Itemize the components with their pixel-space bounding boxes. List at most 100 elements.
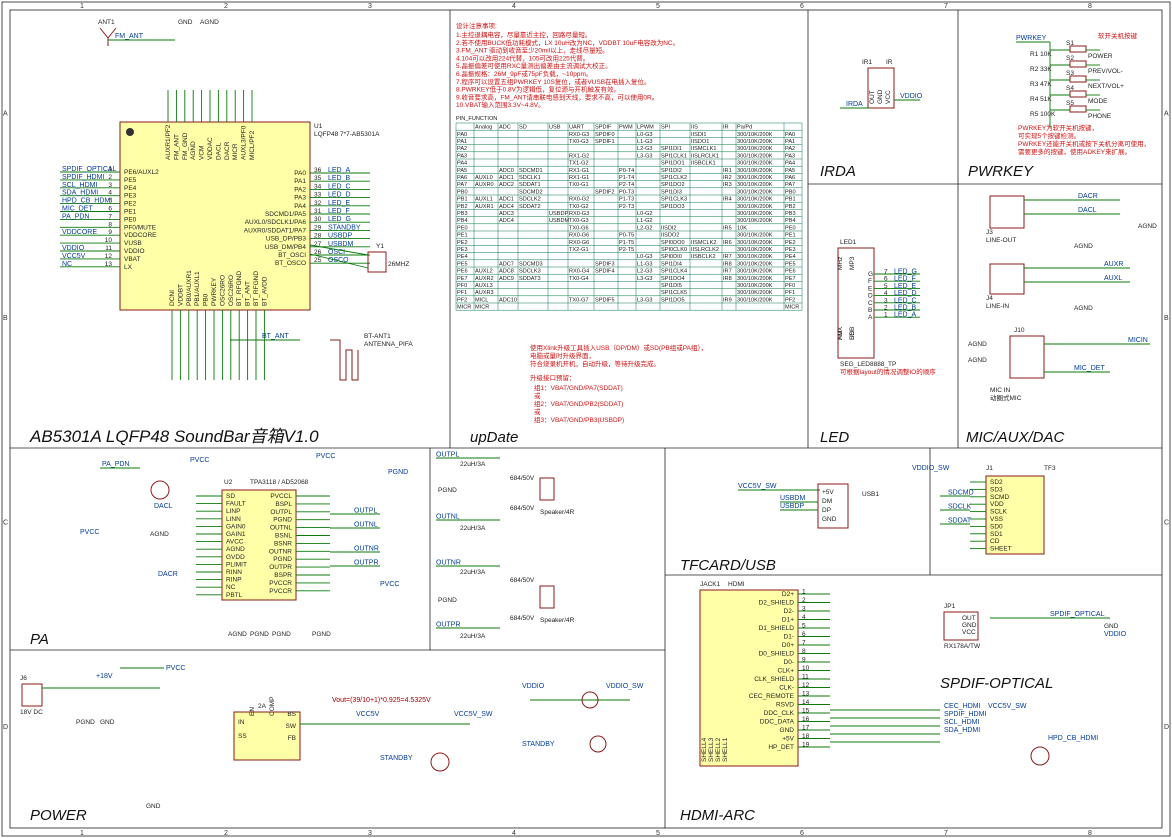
dacl-net: DACL	[1078, 207, 1097, 214]
hdmi-pin-num: 10	[802, 665, 810, 672]
table-cell: RX1-G1	[569, 175, 589, 181]
mcu-right-net: LED_E	[328, 200, 351, 207]
row-marker-right: D	[1164, 724, 1169, 731]
table-cell: 300/10K/200K	[737, 297, 773, 303]
hdmi-net-label: HPD_CB_HDMI	[1048, 735, 1098, 742]
mcu-top-pin-name: MICL/PF2	[249, 130, 256, 160]
hdmi-shell-name: SHELL4	[701, 737, 708, 762]
mcu-left-net: MIC_DET	[62, 206, 93, 213]
dacr-net: DACR	[1078, 193, 1098, 200]
mcu-right-pin-name: BT_OSCO	[275, 260, 306, 267]
pa-right-pins: PVCCLBSPLOUTPLPGNDOUTNLBSNLBSNROUTNRPGND…	[269, 493, 330, 595]
tf-pin-name: CD	[990, 538, 1000, 545]
pa-left-pin-name: GAIN1	[226, 531, 246, 538]
table-cell: USBDP	[549, 211, 569, 217]
table-cell: RX0-G6	[569, 240, 589, 246]
hdmi-pin-name: D2_SHIELD	[759, 600, 795, 607]
agnd-mic-1: AGND	[968, 341, 987, 348]
usbdp-net: USBDP	[780, 503, 804, 510]
vcc5v-net: VCC5V	[356, 711, 380, 718]
mcu-right-pin-name: USB_DM/PB4	[265, 244, 307, 251]
table-cell: AUXL2	[475, 269, 493, 275]
table-cell: 300/10K/200K	[737, 146, 773, 152]
table-cell: ADC0	[499, 168, 514, 174]
pwrkey-top-note: 软开关机按键	[1098, 31, 1138, 40]
hdmi-shell-name: SHELL1	[722, 737, 729, 762]
pa-pdn-net: PA_PDN	[102, 461, 130, 468]
table-cell: ADC3	[499, 211, 514, 217]
led-pin-seg: E	[868, 285, 873, 292]
table-cell: IR4	[723, 197, 732, 203]
table-cell: 300/10K/200K	[737, 153, 773, 159]
pa-pgnd-1: PGND	[250, 631, 269, 638]
table-cell: SDDAT3	[519, 276, 541, 282]
mcu-right-pin-name: PA4	[294, 203, 306, 210]
pa-left-pin-name: PLIMIT	[226, 561, 247, 568]
hdmi-pin-name: CEC_REMOTE	[749, 693, 795, 700]
led-pin-seg: D	[868, 293, 873, 300]
pa-out-net: OUTPR	[354, 560, 379, 567]
table-cell: AUXR1	[475, 204, 494, 210]
mcu-left-net: VDDCORE	[62, 229, 97, 236]
table-cell: PA4	[457, 161, 467, 167]
table-cell: L1-G2	[637, 218, 653, 224]
pwrkey-switch-res: R2 33K	[1030, 66, 1052, 73]
hdmi-ref: JACK1	[700, 581, 721, 588]
hdmi-title: HDMI-ARC	[680, 807, 755, 824]
table-cell: 300/10K/200K	[737, 261, 773, 267]
table-cell: PF2	[457, 297, 467, 303]
table-cell: 300/10K/200K	[737, 269, 773, 275]
tf-pin-name: SHEET	[990, 546, 1012, 553]
table-cell: L2-G2	[637, 225, 653, 231]
table-cell: IR5	[723, 225, 732, 231]
mcu-right-pin-num: 28	[314, 233, 322, 240]
pa-agnd-2: AGND	[228, 631, 247, 638]
led-pin-num: 7	[884, 269, 888, 276]
row-marker-left: C	[3, 519, 8, 526]
spdif-gnd: GND	[1104, 623, 1119, 630]
upgrade-option: 或	[534, 391, 541, 400]
table-cell: IISDO2	[661, 233, 679, 239]
table-header: Pa/Pd	[737, 125, 752, 131]
pa-right-pin-name: PVCCR	[269, 580, 292, 587]
table-cell: RX0-G3	[569, 132, 589, 138]
hdmi-part: HDMI	[728, 581, 745, 588]
pwrkey-switch-icon	[1069, 60, 1087, 68]
pwrkey-title: PWRKEY	[968, 163, 1034, 180]
mcu-bottom-pin-name: BT_RFGND	[253, 271, 260, 306]
table-cell: SPDIF3	[595, 261, 615, 267]
design-note-line: 3.FM_ANT 驱动到收音至少20mil以上，走线尽量短。	[456, 46, 609, 55]
table-cell: 300/10K/200K	[737, 211, 773, 217]
table-cell: PA1	[785, 139, 795, 145]
upgrade-option: 或	[534, 407, 541, 416]
mcu-left-pin-name: PF0/MUTE	[124, 224, 157, 231]
upgrade-lines: 使用Xlink升级工具插入USB（DP/DM）或SD(PB组或PA组），电脑或量…	[530, 343, 707, 368]
pa-out-net: OUTNR	[354, 546, 379, 553]
mcu-right-net: LED_C	[328, 183, 351, 190]
table-header: SD	[519, 125, 527, 131]
table-cell: SPI1DO5	[661, 297, 685, 303]
pvcc-power-net: PVCC	[166, 665, 185, 672]
led-pin-num: 4	[884, 290, 888, 297]
table-header: PWM	[619, 125, 633, 131]
mcu-body	[119, 121, 311, 311]
mcu-top-pin-name: MICR	[232, 143, 239, 160]
table-cell: PB4	[457, 218, 468, 224]
hdmi-pin-num: 3	[802, 606, 806, 613]
irda-ref: IR1	[862, 59, 873, 66]
buck-top-pin: EN	[249, 707, 256, 716]
led-part: SEG_LED8888_TP	[840, 361, 896, 368]
col-marker-top: 1	[80, 3, 84, 10]
pwrkey-switch-res: R5 100K	[1030, 111, 1056, 118]
table-cell: PB3	[457, 211, 468, 217]
table-cell: PE6	[785, 269, 796, 275]
hdmi-pin-num: 9	[802, 657, 806, 664]
table-cell: 300/10K/200K	[737, 247, 773, 253]
table-cell: PA2	[785, 146, 795, 152]
table-cell: PB1	[785, 197, 796, 203]
bt-antenna: BT_ANT BT-ANT1 ANTENNA_PIFA	[230, 333, 413, 381]
col-marker-bottom: 2	[224, 830, 228, 837]
pifa-antenna-icon	[330, 339, 359, 381]
